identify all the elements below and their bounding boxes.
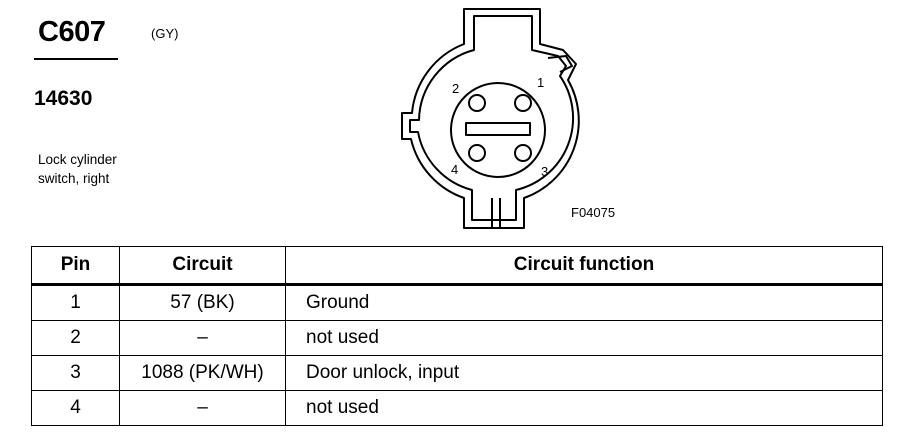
table-row: 3 1088 (PK/WH) Door unlock, input (31, 355, 883, 391)
pin-label-2: 2 (452, 81, 459, 96)
connector-face-diagram: 1 2 3 4 (401, 8, 580, 229)
table-row: 4 – not used (31, 390, 883, 426)
description-line-2: switch, right (38, 171, 110, 186)
part-number: 14630 (34, 87, 93, 110)
function-cell: not used (285, 390, 883, 426)
connector-inner-outline (409, 15, 574, 221)
circuit-cell: 57 (BK) (119, 284, 286, 321)
connector-housing-outline (401, 8, 580, 229)
center-blade (465, 122, 531, 136)
header-circuit-function: Circuit function (285, 246, 883, 285)
description-line-1: Lock cylinder (38, 152, 117, 167)
pin-cell: 1 (31, 284, 120, 321)
table-header-row: Pin Circuit Circuit function (31, 246, 883, 285)
connector-id: C607 (38, 16, 106, 48)
pin-cavity-3 (514, 144, 532, 162)
connector-description: Lock cylinder switch, right (38, 150, 117, 188)
table-row: 2 – not used (31, 320, 883, 356)
table-row: 1 57 (BK) Ground (31, 284, 883, 321)
circuit-cell: – (119, 390, 286, 426)
function-cell: not used (285, 320, 883, 356)
pin-label-1: 1 (537, 75, 544, 90)
figure-code: F04075 (571, 205, 616, 220)
pin-label-3: 3 (541, 164, 548, 179)
center-boss (450, 82, 546, 178)
header-circuit: Circuit (119, 246, 286, 285)
pinout-table: Pin Circuit Circuit function 1 57 (BK) G… (31, 246, 883, 426)
connector-id-underline (34, 58, 118, 60)
header-pin: Pin (31, 246, 120, 285)
latch-slot (547, 55, 573, 73)
pin-cell: 3 (31, 355, 120, 391)
pin-cell: 2 (31, 320, 120, 356)
color-code: (GY) (151, 26, 179, 41)
pin-cavity-1 (514, 94, 532, 112)
function-cell: Door unlock, input (285, 355, 883, 391)
pin-cell: 4 (31, 390, 120, 426)
pin-cavity-4 (468, 144, 486, 162)
pin-label-4: 4 (451, 162, 458, 177)
function-cell: Ground (285, 284, 883, 321)
circuit-cell: 1088 (PK/WH) (119, 355, 286, 391)
circuit-cell: – (119, 320, 286, 356)
pin-cavity-2 (468, 94, 486, 112)
